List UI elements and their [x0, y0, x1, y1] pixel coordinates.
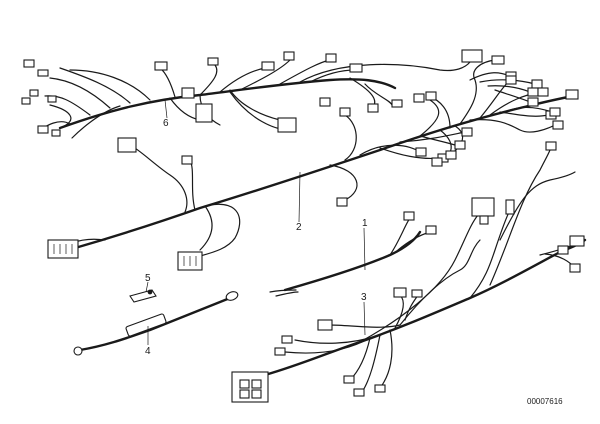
harness-part-5 [129, 289, 157, 303]
harness-part-6 [21, 49, 483, 139]
harness-part-2 [47, 55, 579, 271]
harness-part-1 [269, 211, 437, 297]
callout-4: 4 [145, 346, 151, 357]
drawing-number: 00007616 [527, 397, 563, 406]
harness-part-4 [73, 291, 239, 356]
callout-5: 5 [145, 273, 151, 284]
harness-part-3 [231, 141, 587, 403]
callout-2: 2 [296, 222, 302, 233]
callout-6: 6 [163, 118, 169, 129]
callout-leaders [145, 99, 366, 345]
callout-1: 1 [362, 218, 368, 229]
callout-3: 3 [361, 292, 367, 303]
